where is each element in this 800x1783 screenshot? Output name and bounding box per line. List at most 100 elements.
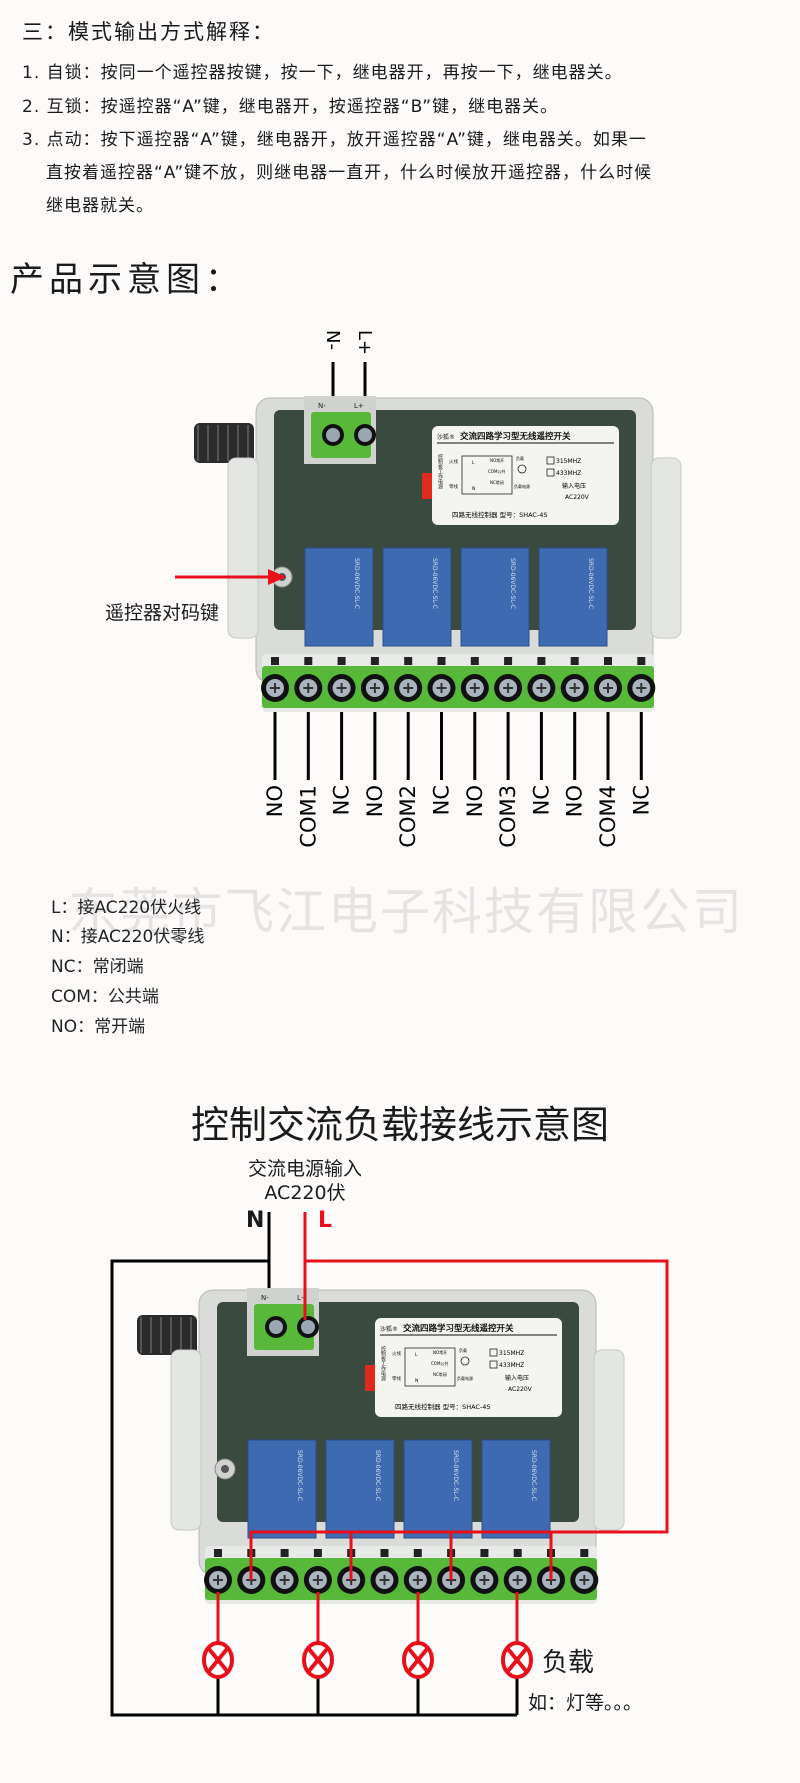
- terminal-slot: [214, 1549, 222, 1557]
- sticker-load-power: 负载电源: [514, 483, 530, 489]
- sticker-title: 交流四路学习型无线遥控开关: [403, 1323, 514, 1334]
- lamp-cross: [307, 1647, 329, 1673]
- checkbox-315: [546, 456, 555, 465]
- legend-n: N：接AC220伏零线: [51, 927, 205, 947]
- section-heading: 三：模式输出方式解释：: [22, 20, 275, 44]
- label-n-minus: N-: [322, 330, 343, 350]
- sticker-title: 交流四路学习型无线遥控开关: [460, 431, 571, 442]
- lamp-cross: [506, 1647, 528, 1673]
- sticker-no: NO常开: [433, 1349, 447, 1355]
- relay-text: SRD-06VDC-SL-C: [374, 1450, 381, 1501]
- sticker-voltage: AC220V: [508, 1386, 533, 1393]
- output-label-nc: NC: [529, 785, 553, 815]
- sticker-voltage: AC220V: [565, 494, 590, 501]
- relay: [538, 547, 608, 647]
- terminal-slot: [337, 657, 346, 665]
- output-terminal-block: [205, 1558, 597, 1600]
- live-wire: [216, 1212, 669, 1642]
- antenna: [194, 423, 254, 463]
- terminal-mark: N-: [261, 1294, 269, 1302]
- lamp-cross: [207, 1647, 229, 1673]
- sticker-bg: [375, 1318, 562, 1417]
- checkbox-433: [546, 468, 555, 477]
- sticker-lamp: [517, 464, 527, 474]
- red-button: [422, 473, 434, 499]
- label-l-plus: L+: [354, 330, 375, 355]
- antenna: [137, 1315, 197, 1355]
- terminal-slot: [537, 657, 546, 665]
- wiring-title: 控制交流负载接线示意图: [190, 1103, 609, 1147]
- sticker-nc: NC常闭: [490, 479, 504, 485]
- terminal-slot: [604, 657, 612, 665]
- sticker-neutral: 零线: [449, 483, 458, 490]
- screw-head: [301, 1320, 315, 1334]
- output-wires-1: [273, 700, 643, 780]
- terminal-slot: [404, 657, 413, 665]
- terminal-mark: L+: [297, 1294, 307, 1302]
- mount-ear-left: [170, 1349, 202, 1531]
- output-label-no: NO: [263, 785, 287, 817]
- relay: [403, 1439, 473, 1539]
- output-label-com3: COM3: [496, 785, 520, 848]
- sticker-freq2: 433MHZ: [499, 1362, 524, 1369]
- load-lamps: [202, 1641, 533, 1679]
- output-terminal-block: [262, 666, 654, 708]
- pair-button-center: [221, 1465, 229, 1473]
- relay-text: SRD-06VDC-SL-C: [587, 558, 594, 609]
- legend-no: NO：常开端: [51, 1017, 146, 1037]
- sticker-input-voltage: 输入电压: [505, 1374, 529, 1382]
- sticker-freq1: 315MHZ: [499, 1350, 524, 1357]
- terminal-slot: [304, 657, 313, 665]
- output-label-nc: NC: [430, 785, 454, 815]
- terminal-slot: [380, 1549, 389, 1557]
- terminal-slot: [504, 657, 513, 665]
- neutral-wire: [110, 1212, 519, 1717]
- sticker-com: COM公共: [431, 1360, 448, 1366]
- terminal-mark: N-: [318, 402, 326, 410]
- sticker-footer: 四路无线控制器 型号：SHAC-4S: [452, 510, 548, 519]
- relay: [460, 547, 530, 647]
- sticker-load: 负载: [516, 455, 524, 461]
- output-label-no: NO: [463, 785, 487, 817]
- mount-ear-right: [650, 457, 682, 639]
- terminal-slot: [580, 1549, 589, 1557]
- output-label-nc: NC: [629, 785, 653, 815]
- relay: [382, 547, 452, 647]
- sticker-bg: [432, 426, 619, 525]
- sticker-nc: NC常闭: [433, 1371, 447, 1377]
- checkbox-315: [489, 1348, 498, 1357]
- sticker-footer: 四路无线控制器 型号：SHAC-4S: [395, 1402, 491, 1411]
- output-label-nc: NC: [330, 785, 354, 815]
- relay: [325, 1439, 395, 1539]
- red-button: [365, 1365, 377, 1391]
- output-label-com2: COM2: [396, 785, 420, 848]
- load-example: 如：灯等。。。: [528, 1692, 643, 1714]
- sticker-brand: 沙狐®: [380, 1325, 398, 1333]
- relay-text: SRD-06VDC-SL-C: [530, 1450, 537, 1501]
- sticker-l: L: [472, 460, 475, 466]
- relay-text: SRD-06VDC-SL-C: [509, 558, 516, 609]
- sticker-com: COM公共: [488, 468, 505, 474]
- mode-line-1: 1. 自锁：按同一个遥控器按键，按一下，继电器开，再按一下，继电器关。: [22, 63, 623, 83]
- mode-line-3: 3. 点动：按下遥控器“A”键，继电器开，放开遥控器“A”键，继电器关。如果一: [22, 130, 647, 150]
- product-sticker: 沙狐®交流四路学习型无线遥控开关控制板工作电源火线零线LNNO常开COM公共NC…: [375, 1318, 562, 1417]
- pair-button-arrow: [175, 569, 286, 585]
- terminal-slot: [313, 1549, 322, 1557]
- sticker-l: L: [415, 1352, 418, 1358]
- output-label-com1: COM1: [296, 785, 320, 848]
- terminal-slot: [480, 1549, 489, 1557]
- lamp-cross: [407, 1647, 429, 1673]
- sticker-schematic: [461, 455, 513, 495]
- terminal-slot: [370, 657, 379, 665]
- output-label-no: NO: [363, 785, 387, 817]
- load-label: 负载: [542, 1648, 595, 1678]
- mode-line-2: 2. 互锁：按遥控器“A”键，继电器开，按遥控器“B”键，继电器关。: [22, 97, 559, 117]
- terminal-slot: [570, 657, 579, 665]
- output-label-no: NO: [563, 785, 587, 817]
- sticker-n: N: [472, 486, 475, 492]
- relay-text: SRD-06VDC-SL-C: [452, 1450, 459, 1501]
- screw-head: [269, 1320, 283, 1334]
- relay: [481, 1439, 551, 1539]
